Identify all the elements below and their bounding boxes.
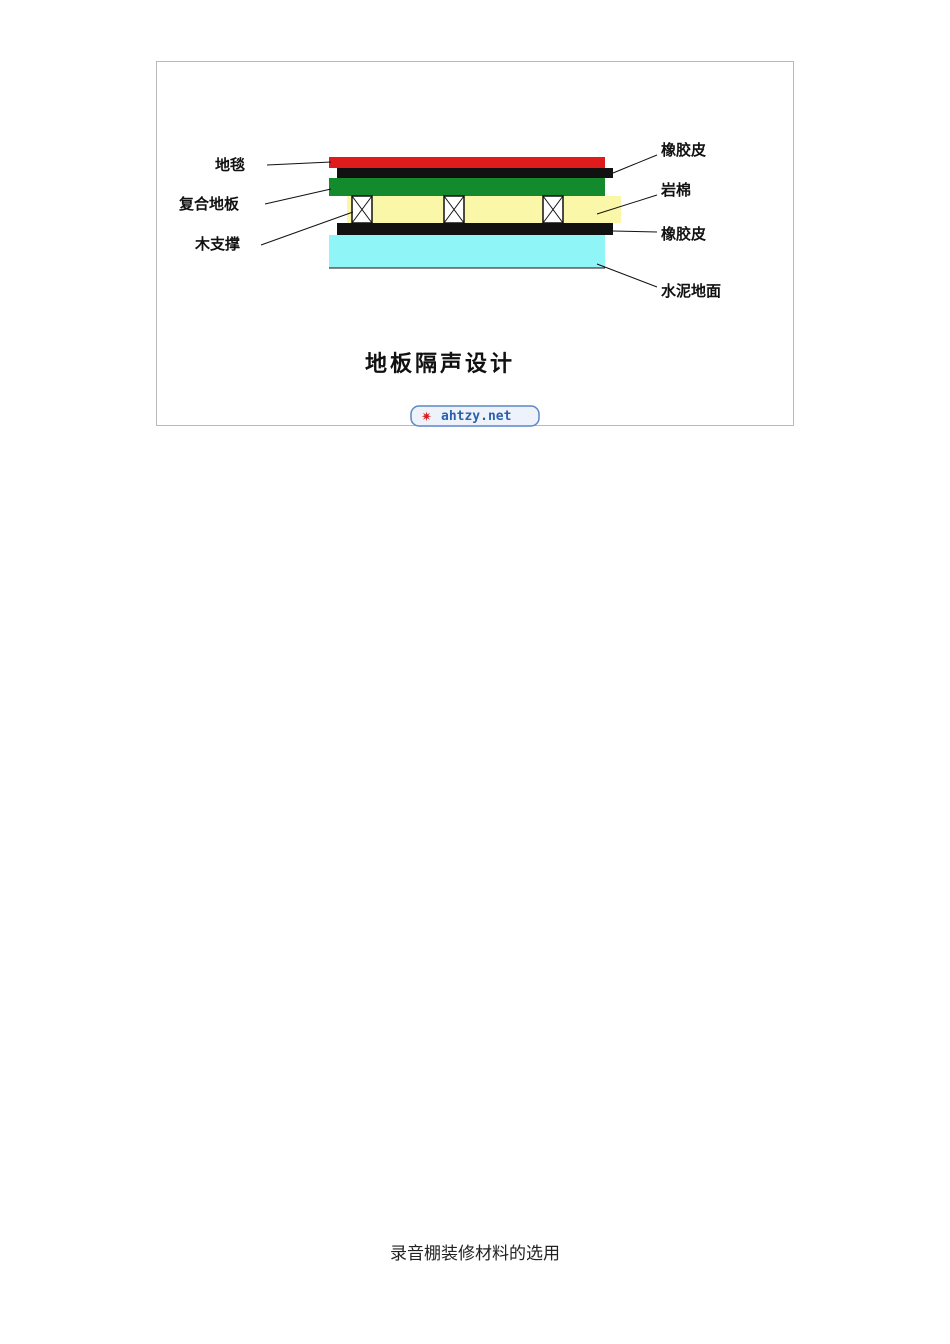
- wood-support-2: [443, 195, 465, 224]
- rock-wool-layer: [347, 196, 621, 223]
- leader-rubber-bottom: [612, 230, 658, 233]
- label-rubber-bottom: 橡胶皮: [661, 225, 706, 243]
- leader-rubber-top: [612, 154, 658, 174]
- label-rock-wool: 岩棉: [660, 181, 691, 199]
- rubber-top-layer: [337, 168, 613, 178]
- star-icon: ✷: [421, 410, 432, 425]
- leader-wood-support: [260, 211, 354, 246]
- leader-composite-floor: [264, 188, 332, 205]
- diagram-title: 地板隔声设计: [365, 352, 515, 377]
- page-caption: 录音棚装修材料的选用: [390, 1244, 560, 1264]
- rubber-bottom-layer: [337, 223, 613, 235]
- label-carpet: 地毯: [215, 156, 245, 174]
- label-composite-floor: 复合地板: [178, 195, 240, 213]
- carpet-layer: [329, 157, 605, 168]
- wood-support-1: [351, 195, 373, 224]
- watermark-badge: ✷ ahtzy.net: [410, 405, 540, 427]
- label-rubber-top: 橡胶皮: [661, 141, 706, 159]
- leader-rock-wool: [596, 194, 658, 215]
- diagram-canvas: 地毯 复合地板 木支撑 橡胶皮 岩棉 橡胶皮 水泥地面 地板隔声设计 ✷ aht…: [178, 141, 721, 427]
- leader-cement-floor: [596, 263, 658, 288]
- wood-support-3: [542, 195, 564, 224]
- watermark-text: ahtzy.net: [441, 409, 511, 424]
- label-wood-support: 木支撑: [194, 235, 240, 253]
- floor-soundproofing-diagram: 地毯 复合地板 木支撑 橡胶皮 岩棉 橡胶皮 水泥地面 地板隔声设计 ✷ aht…: [156, 61, 794, 427]
- label-cement-floor: 水泥地面: [661, 282, 721, 300]
- composite-floor-layer: [329, 178, 605, 196]
- leader-carpet: [266, 161, 332, 166]
- cement-floor-layer: [329, 235, 605, 268]
